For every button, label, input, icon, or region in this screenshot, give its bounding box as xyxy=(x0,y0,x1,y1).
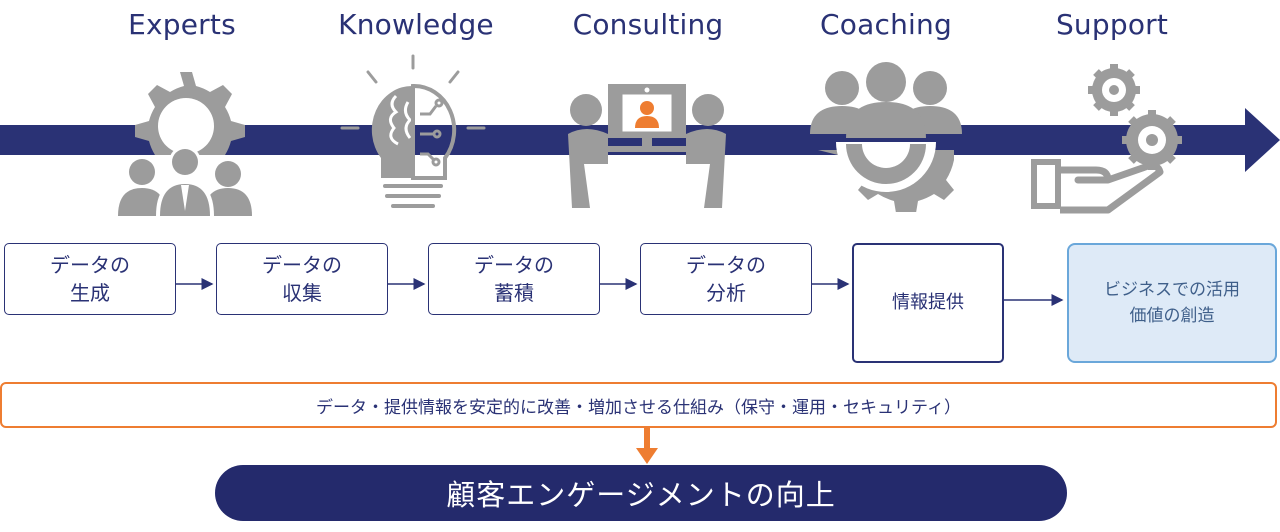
process-line2: 分析 xyxy=(706,281,746,305)
business-value-line1: ビジネスでの活用 xyxy=(1104,280,1240,300)
info-provision-box: 情報提供 xyxy=(852,243,1004,363)
lightbulb-brain-icon xyxy=(340,54,486,208)
team-gear-icon xyxy=(810,62,962,212)
stage-label-knowledge: Knowledge xyxy=(338,8,494,41)
stage-label-coaching: Coaching xyxy=(820,8,952,41)
stage-label-consulting: Consulting xyxy=(572,8,724,41)
process-line1: データの xyxy=(50,253,130,277)
customer-engagement-label: 顧客エンゲージメントの向上 xyxy=(446,478,836,512)
stage-label-support: Support xyxy=(1055,8,1169,41)
process-box-store: データの 蓄積 xyxy=(428,243,600,315)
process-line1: データの xyxy=(474,253,554,277)
hand-gears-icon xyxy=(1031,64,1182,214)
process-line1: データの xyxy=(262,253,342,277)
process-line2: 蓄積 xyxy=(494,281,534,305)
process-box-collect: データの 収集 xyxy=(216,243,388,315)
video-meeting-icon xyxy=(568,84,726,208)
process-line2: 生成 xyxy=(70,281,110,305)
stage-label-experts: Experts xyxy=(128,8,236,41)
mechanism-label: データ・提供情報を安定的に改善・増加させる仕組み（保守・運用・セキュリティ） xyxy=(316,397,961,418)
customer-engagement-banner: 顧客エンゲージメントの向上 xyxy=(215,465,1067,521)
process-box-generate: データの 生成 xyxy=(4,243,176,315)
business-value-line2: 価値の創造 xyxy=(1129,306,1215,326)
process-connectors xyxy=(176,278,1064,306)
process-line1: データの xyxy=(686,253,766,277)
process-line2: 収集 xyxy=(282,281,322,305)
business-value-box: ビジネスでの活用 価値の創造 xyxy=(1067,243,1277,363)
info-provision-label: 情報提供 xyxy=(892,292,964,313)
down-arrow-icon xyxy=(636,426,658,464)
mechanism-bar: データ・提供情報を安定的に改善・増加させる仕組み（保守・運用・セキュリティ） xyxy=(0,382,1277,428)
experts-gear-people-icon xyxy=(118,72,252,216)
main-flow-arrow xyxy=(0,108,1280,172)
process-box-analyze: データの 分析 xyxy=(640,243,812,315)
